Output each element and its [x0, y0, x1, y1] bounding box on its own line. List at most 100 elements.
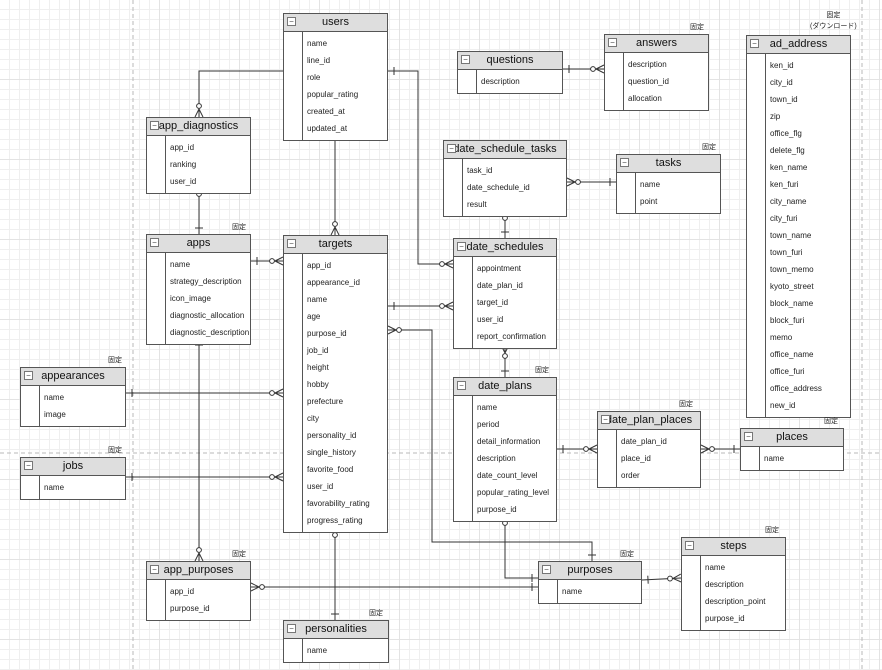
- column-field[interactable]: name: [562, 587, 583, 596]
- column-field[interactable]: app_id: [170, 143, 195, 152]
- collapse-icon[interactable]: −: [685, 541, 694, 550]
- column-field[interactable]: popular_rating: [307, 90, 359, 99]
- collapse-icon[interactable]: −: [287, 239, 296, 248]
- column-field[interactable]: date_plan_id: [477, 281, 523, 290]
- column-field[interactable]: diagnostic_description: [170, 328, 250, 337]
- column-field[interactable]: name: [170, 260, 191, 269]
- table-header[interactable]: −appearances: [21, 368, 125, 386]
- column-field[interactable]: ken_furi: [770, 180, 799, 189]
- table-header[interactable]: −tasks: [617, 155, 720, 173]
- column-field[interactable]: memo: [770, 333, 793, 342]
- column-field[interactable]: town_id: [770, 95, 798, 104]
- column-field[interactable]: appointment: [477, 264, 522, 273]
- column-field[interactable]: name: [477, 403, 498, 412]
- table-questions[interactable]: −questions description: [457, 51, 563, 94]
- column-field[interactable]: line_id: [307, 56, 331, 65]
- column-field[interactable]: favorability_rating: [307, 499, 370, 508]
- table-header[interactable]: −targets: [284, 236, 387, 254]
- table-header[interactable]: −questions: [458, 52, 562, 70]
- table-purposes[interactable]: −purposes name: [538, 561, 642, 604]
- column-field[interactable]: name: [307, 295, 328, 304]
- column-field[interactable]: name: [307, 39, 328, 48]
- column-field[interactable]: purpose_id: [477, 505, 517, 514]
- table-header[interactable]: −jobs: [21, 458, 125, 476]
- column-field[interactable]: name: [764, 454, 785, 463]
- column-field[interactable]: personality_id: [307, 431, 357, 440]
- column-field[interactable]: date_schedule_id: [467, 183, 530, 192]
- collapse-icon[interactable]: −: [744, 432, 753, 441]
- column-field[interactable]: date_count_level: [477, 471, 538, 480]
- collapse-icon[interactable]: −: [461, 55, 470, 64]
- column-field[interactable]: height: [307, 363, 329, 372]
- column-field[interactable]: role: [307, 73, 321, 82]
- column-field[interactable]: town_memo: [770, 265, 814, 274]
- column-field[interactable]: result: [467, 200, 487, 209]
- column-field[interactable]: hobby: [307, 380, 329, 389]
- column-field[interactable]: ken_name: [770, 163, 808, 172]
- table-header[interactable]: −purposes: [539, 562, 641, 580]
- column-field[interactable]: office_name: [770, 350, 814, 359]
- table-header[interactable]: −app_diagnostics: [147, 118, 250, 136]
- column-field[interactable]: purpose_id: [705, 614, 745, 623]
- table-header[interactable]: −date_schedules: [454, 239, 556, 257]
- column-field[interactable]: user_id: [170, 177, 197, 186]
- column-field[interactable]: zip: [770, 112, 781, 121]
- column-field[interactable]: purpose_id: [307, 329, 347, 338]
- column-field[interactable]: question_id: [628, 77, 669, 86]
- column-field[interactable]: icon_image: [170, 294, 211, 303]
- table-header[interactable]: −apps: [147, 235, 250, 253]
- column-field[interactable]: description: [477, 454, 516, 463]
- column-field[interactable]: town_furi: [770, 248, 803, 257]
- collapse-icon[interactable]: −: [457, 381, 466, 390]
- column-field[interactable]: job_id: [307, 346, 329, 355]
- collapse-icon[interactable]: −: [24, 371, 33, 380]
- column-field[interactable]: order: [621, 471, 640, 480]
- column-field[interactable]: app_id: [307, 261, 332, 270]
- table-header[interactable]: −date_plan_places: [598, 412, 700, 430]
- column-field[interactable]: name: [307, 646, 328, 655]
- column-field[interactable]: report_confirmation: [477, 332, 546, 341]
- column-field[interactable]: allocation: [628, 94, 662, 103]
- column-field[interactable]: period: [477, 420, 500, 429]
- collapse-icon[interactable]: −: [620, 158, 629, 167]
- table-header[interactable]: −steps: [682, 538, 785, 556]
- column-field[interactable]: description_point: [705, 597, 766, 606]
- column-field[interactable]: ken_id: [770, 61, 794, 70]
- collapse-icon[interactable]: −: [24, 461, 33, 470]
- column-field[interactable]: popular_rating_level: [477, 488, 550, 497]
- column-field[interactable]: user_id: [307, 482, 334, 491]
- column-field[interactable]: purpose_id: [170, 604, 210, 613]
- column-field[interactable]: favorite_food: [307, 465, 354, 474]
- column-field[interactable]: created_at: [307, 107, 345, 116]
- column-field[interactable]: updated_at: [307, 124, 348, 133]
- column-field[interactable]: user_id: [477, 315, 504, 324]
- table-header[interactable]: −app_purposes: [147, 562, 250, 580]
- column-field[interactable]: place_id: [621, 454, 651, 463]
- collapse-icon[interactable]: −: [447, 144, 456, 153]
- column-field[interactable]: prefecture: [307, 397, 344, 406]
- collapse-icon[interactable]: −: [608, 38, 617, 47]
- table-header[interactable]: −users: [284, 14, 387, 32]
- column-field[interactable]: city_name: [770, 197, 807, 206]
- collapse-icon[interactable]: −: [150, 121, 159, 130]
- collapse-icon[interactable]: −: [542, 565, 551, 574]
- column-field[interactable]: target_id: [477, 298, 509, 307]
- column-field[interactable]: description: [628, 60, 667, 69]
- column-field[interactable]: town_name: [770, 231, 812, 240]
- column-field[interactable]: name: [705, 563, 726, 572]
- column-field[interactable]: detail_information: [477, 437, 541, 446]
- column-field[interactable]: delete_flg: [770, 146, 805, 155]
- collapse-icon[interactable]: −: [457, 242, 466, 251]
- column-field[interactable]: description: [481, 77, 520, 86]
- column-field[interactable]: city_id: [770, 78, 793, 87]
- column-field[interactable]: diagnostic_allocation: [170, 311, 245, 320]
